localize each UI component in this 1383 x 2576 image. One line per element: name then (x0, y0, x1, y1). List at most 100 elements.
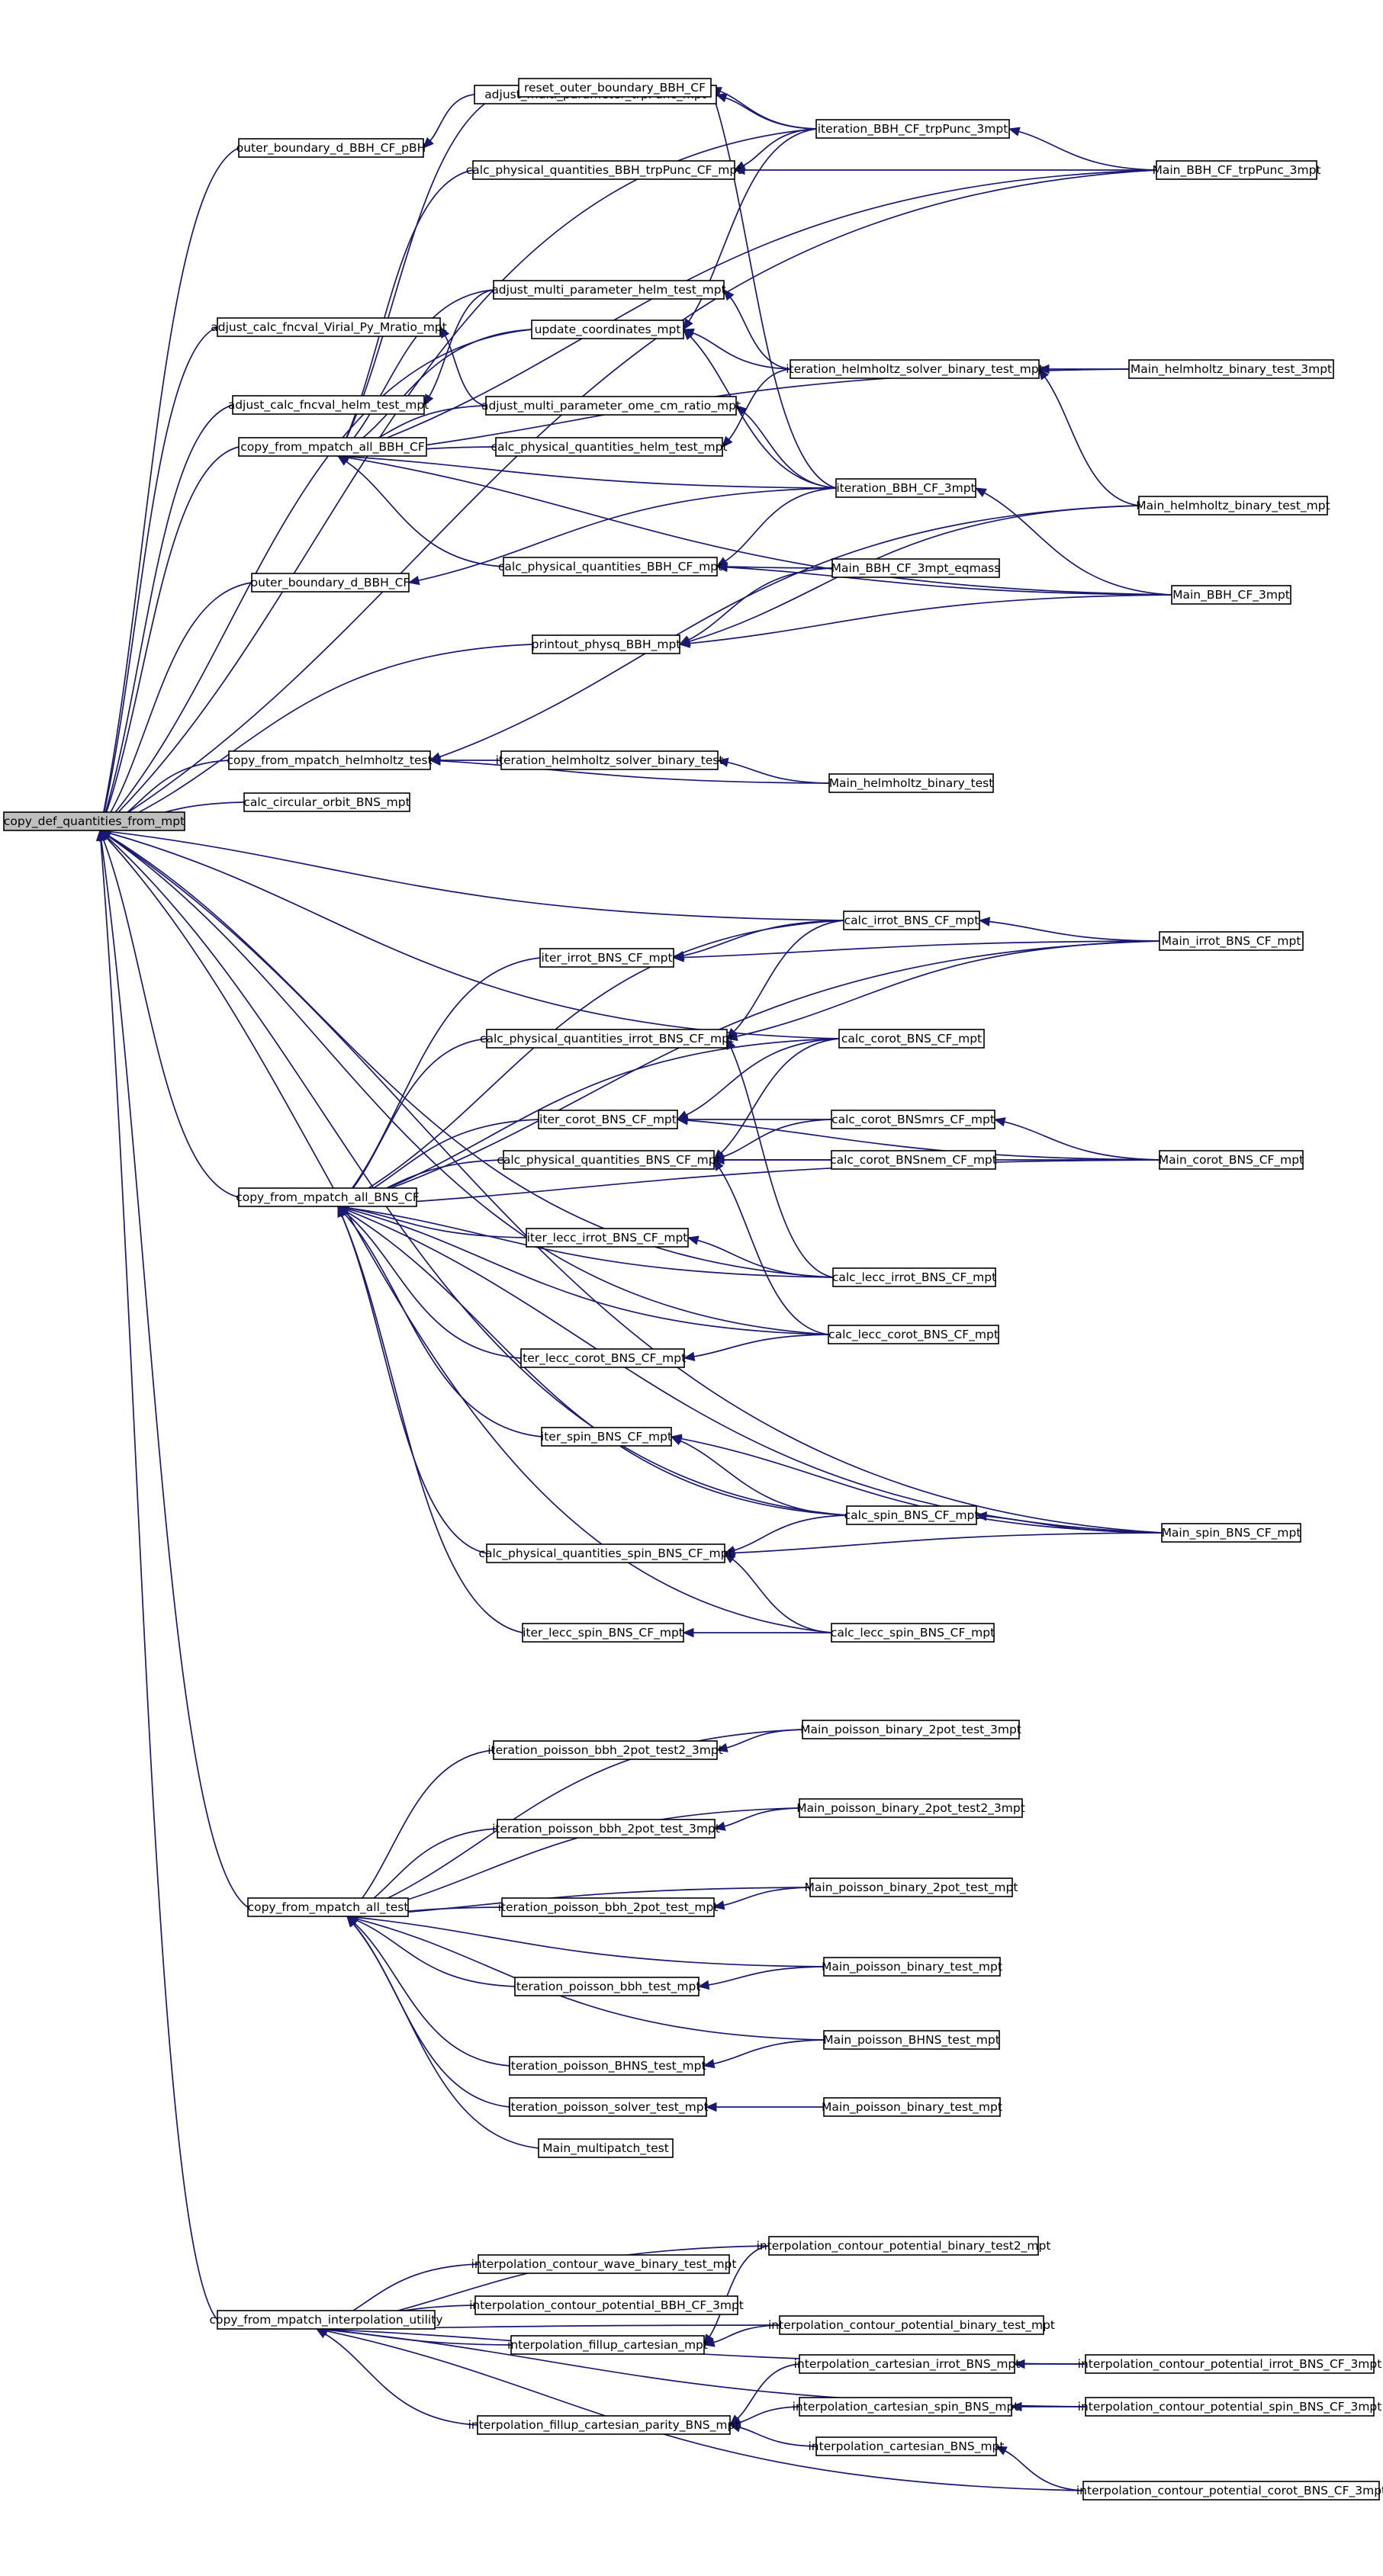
node-main-pb2-t2[interactable]: Main_poisson_binary_2pot_test2_3mpt (796, 1798, 1025, 1818)
edge-ic-irrot-to-i-fillup-par (729, 2363, 800, 2426)
node-main-helm-mpt[interactable]: Main_helmholtz_binary_test_mpt (1136, 496, 1330, 516)
node-main-pbhns[interactable]: Main_poisson_BHNS_test_mpt (823, 2030, 1000, 2050)
node-adj-virial[interactable]: adjust_calc_fncval_Virial_Py_Mratio_mpt (211, 317, 447, 337)
node-label: calc_physical_quantities_BNS_CF_mpt (497, 1153, 720, 1168)
node-calc-corot[interactable]: calc_corot_BNS_CF_mpt (838, 1029, 985, 1049)
node-iter-lecc-irrot[interactable]: iter_lecc_irrot_BNS_CF_mpt (526, 1228, 689, 1248)
node-main-helm3[interactable]: Main_helmholtz_binary_test_3mpt (1128, 359, 1334, 379)
node-box (1159, 931, 1304, 951)
node-main-spin[interactable]: Main_spin_BNS_CF_mpt (1161, 1523, 1301, 1543)
node-iter-pbbh[interactable]: iteration_poisson_bbh_test_mpt (513, 1977, 701, 1996)
node-iter-pbbh-tm[interactable]: iteration_poisson_bbh_2pot_test_mpt (498, 1897, 719, 1917)
edge-main-spin-to-calc-spin (975, 1511, 1163, 1534)
node-calc-pq-irrot[interactable]: calc_physical_quantities_irrot_BNS_CF_mp… (480, 1029, 734, 1049)
node-i-fillup-par[interactable]: interpolation_fillup_cartesian_parity_BN… (468, 2415, 740, 2435)
node-calc-lecc-corot[interactable]: calc_lecc_corot_BNS_CF_mpt (828, 1325, 999, 1344)
node-calc-pq-bns[interactable]: calc_physical_quantities_BNS_CF_mpt (497, 1150, 721, 1170)
node-calc-pq-helm[interactable]: calc_physical_quantities_helm_test_mpt (490, 437, 728, 457)
node-iter-irrot[interactable]: iter_irrot_BNS_CF_mpt (539, 948, 674, 968)
node-iter-trp[interactable]: iteration_BBH_CF_trpPunc_3mpt (815, 119, 1010, 139)
node-label: outer_boundary_d_BBH_CF_pBH (236, 141, 426, 156)
node-box (1171, 585, 1291, 605)
node-main-multi[interactable]: Main_multipatch_test (538, 2138, 674, 2158)
edge-main-bbh3-to-calc-pq-bbh (716, 562, 1172, 596)
node-box (228, 750, 431, 770)
node-calc-corot-mrs[interactable]: calc_corot_BNSmrs_CF_mpt (831, 1110, 995, 1129)
node-cfm-bbh[interactable]: copy_from_mpatch_all_BBH_CF (238, 437, 427, 457)
node-iter-helm-sb[interactable]: iteration_helmholtz_solver_binary_test (496, 750, 724, 770)
node-calc-pq-trp[interactable]: calc_physical_quantities_BBH_trpPunc_CF_… (466, 160, 741, 180)
node-circ-orbit[interactable]: calc_circular_orbit_BNS_mpt (243, 792, 410, 812)
node-main-helm-b[interactable]: Main_helmholtz_binary_test (828, 773, 994, 793)
node-box (474, 2295, 738, 2315)
edge-calc-corot-to-iter-corot (676, 1038, 840, 1120)
node-ic-pot-b[interactable]: interpolation_contour_potential_binary_t… (768, 2315, 1055, 2335)
node-main-bbh3[interactable]: Main_BBH_CF_3mpt (1171, 585, 1291, 605)
node-update-coord[interactable]: update_coordinates_mpt (531, 320, 684, 339)
node-ic-wave[interactable]: interpolation_contour_wave_binary_test_m… (471, 2254, 737, 2274)
node-icp-corot[interactable]: interpolation_contour_potential_corot_BN… (1076, 2481, 1383, 2501)
node-calc-lecc-spin[interactable]: calc_lecc_spin_BNS_CF_mpt (831, 1623, 995, 1643)
edge-cfm-interp-to-copy-def (95, 829, 218, 2321)
node-label: Main_poisson_binary_test_mpt (822, 2100, 1002, 2115)
node-ic-spin[interactable]: interpolation_cartesian_spin_BNS_mpt (793, 2397, 1019, 2417)
node-label: copy_from_mpatch_all_BNS_CF (236, 1190, 420, 1205)
node-iter-spin[interactable]: iter_spin_BNS_CF_mpt (541, 1427, 672, 1447)
node-calc-lecc-irrot[interactable]: calc_lecc_irrot_BNS_CF_mpt (832, 1267, 996, 1287)
edge-calc-lecc-spin-to-iter-lecc-spin (682, 1627, 831, 1638)
node-calc-pq-spin[interactable]: calc_physical_quantities_spin_BNS_CF_mpt (478, 1543, 733, 1563)
node-label: calc_lecc_spin_BNS_CF_mpt (831, 1626, 995, 1640)
node-box (251, 573, 410, 593)
node-iter-pbbh-t3[interactable]: iteration_poisson_bbh_2pot_test_3mpt (492, 1819, 720, 1839)
node-iter-corot[interactable]: iter_corot_BNS_CF_mpt (538, 1110, 678, 1129)
node-main-pb2-3[interactable]: Main_poisson_binary_2pot_test_3mpt (800, 1720, 1021, 1739)
node-ic-pot-bbh[interactable]: interpolation_contour_potential_BBH_CF_3… (469, 2295, 744, 2315)
node-adj-helm-test[interactable]: adjust_calc_fncval_helm_test_mpt (228, 395, 429, 415)
node-iter-lecc-corot[interactable]: iter_lecc_corot_BNS_CF_mpt (519, 1348, 686, 1368)
node-calc-spin[interactable]: calc_spin_BNS_CF_mpt (844, 1505, 979, 1525)
edge-calc-corot-to-copy-def (98, 828, 840, 1039)
node-box (238, 437, 427, 457)
node-cfm-all[interactable]: copy_from_mpatch_all_test (247, 1897, 409, 1917)
node-icp-irrot[interactable]: interpolation_contour_potential_irrot_BN… (1078, 2354, 1382, 2374)
node-calc-irrot[interactable]: calc_irrot_BNS_CF_mpt (843, 911, 980, 930)
node-reset-outer[interactable]: reset_outer_boundary_BBH_CF (518, 78, 712, 98)
edge-main-irrot-to-calc-pq-irrot (725, 940, 1160, 1042)
node-iter-pbbh-t2[interactable]: iteration_poisson_bbh_2pot_test2_3mpt (487, 1740, 723, 1760)
node-cfm-helm[interactable]: copy_from_mpatch_helmholtz_test (227, 750, 433, 770)
node-box (501, 1897, 715, 1917)
node-adj-multi-helm[interactable]: adjust_multi_parameter_helm_test_mpt (491, 280, 726, 300)
node-icp-spin[interactable]: interpolation_contour_potential_spin_BNS… (1078, 2397, 1382, 2417)
node-label: calc_physical_quantities_BBH_CF_mpt (498, 560, 722, 574)
node-adj-multi-ome[interactable]: adjust_multi_parameter_ome_cm_ratio_mpt (481, 396, 741, 416)
node-main-pb2-m[interactable]: Main_poisson_binary_2pot_test_mpt (805, 1877, 1018, 1897)
node-calc-corot-nem[interactable]: calc_corot_BNSnem_CF_mpt (830, 1150, 997, 1170)
node-iter-bbh3[interactable]: iteration_BBH_CF_3mpt (835, 478, 976, 498)
node-iter-pbhns[interactable]: iteration_poisson_BHNS_test_mpt (507, 2056, 706, 2076)
node-ic-bns[interactable]: interpolation_cartesian_BNS_mpt (809, 2436, 1005, 2456)
node-main-trp[interactable]: Main_BBH_CF_trpPunc_3mpt (1152, 160, 1321, 180)
call-edges (95, 86, 1172, 2491)
node-main-irrot[interactable]: Main_irrot_BNS_CF_mpt (1159, 931, 1304, 951)
node-label: calc_physical_quantities_helm_test_mpt (490, 440, 727, 454)
node-cfm-interp[interactable]: copy_from_mpatch_interpolation_utility (210, 2310, 443, 2330)
node-outer-pBH[interactable]: outer_boundary_d_BBH_CF_pBH (236, 138, 426, 158)
node-iter-helm-bt[interactable]: iteration_helmholtz_solver_binary_test_m… (786, 359, 1044, 379)
node-copy-def[interactable]: copy_def_quantities_from_mpt (3, 811, 185, 831)
node-cfm-bns[interactable]: copy_from_mpatch_all_BNS_CF (236, 1187, 420, 1207)
node-box (539, 948, 674, 968)
node-label: Main_poisson_binary_test_mpt (822, 1960, 1002, 1974)
node-outer-bbh[interactable]: outer_boundary_d_BBH_CF (251, 573, 410, 593)
node-main-pb-m[interactable]: Main_poisson_binary_test_mpt (822, 1957, 1002, 1977)
edge-main-spin-to-iter-spin (670, 1434, 1163, 1534)
node-iter-psolver[interactable]: iteration_poisson_solver_test_mpt (507, 2097, 709, 2117)
node-calc-pq-bbh[interactable]: calc_physical_quantities_BBH_CF_mpt (498, 557, 722, 577)
node-ic-pot-b2[interactable]: interpolation_contour_potential_binary_t… (757, 2236, 1051, 2256)
node-main-eqmass[interactable]: Main_BBH_CF_3mpt_eqmass (831, 558, 1001, 578)
node-ic-irrot[interactable]: interpolation_cartesian_irrot_BNS_mpt (794, 2354, 1021, 2374)
node-iter-lecc-spin[interactable]: iter_lecc_spin_BNS_CF_mpt (522, 1623, 684, 1643)
node-main-corot[interactable]: Main_corot_BNS_CF_mpt (1159, 1150, 1304, 1170)
node-printout[interactable]: printout_physq_BBH_mpt (532, 634, 681, 654)
node-i-fillup[interactable]: interpolation_fillup_cartesian_mpt (507, 2335, 708, 2355)
node-main-pb-m2[interactable]: Main_poisson_binary_test_mpt (822, 2097, 1002, 2117)
